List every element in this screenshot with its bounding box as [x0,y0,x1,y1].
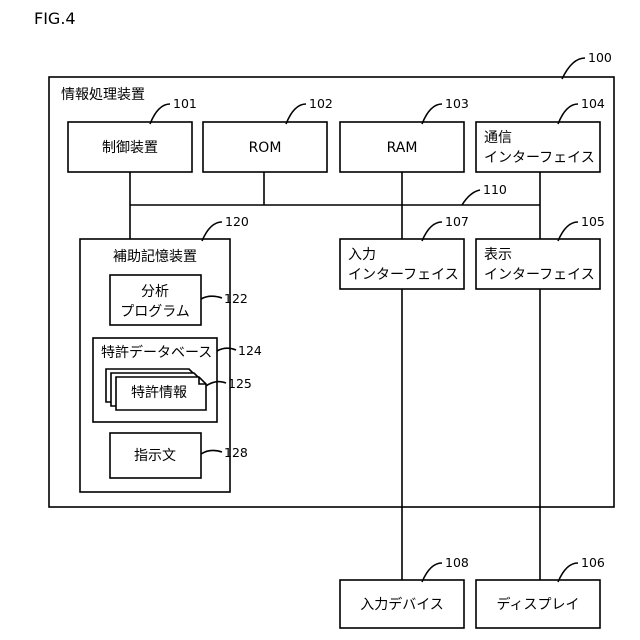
ref-107: 107 [445,214,469,229]
input-device-block: 入力デバイス 108 [340,555,469,628]
controller-block: 制御装置 101 [68,96,197,172]
auxiliary-storage-title: 補助記憶装置 [113,248,197,265]
ref-108: 108 [445,555,469,570]
comm-interface-label-line2: インターフェイス [484,150,595,166]
leader-line-110 [462,190,480,205]
comm-interface-block: 通信 インターフェイス 104 [476,96,605,172]
ram-label: RAM [387,140,418,156]
input-device-label: 入力デバイス [360,596,444,613]
analysis-program-label-line2: プログラム [120,304,190,320]
figure-label: FIG.4 [34,9,76,28]
ref-100: 100 [588,50,612,65]
display-interface-label-line1: 表示 [484,247,512,263]
controller-label: 制御装置 [102,140,158,156]
ref-128: 128 [224,445,248,460]
ref-110: 110 [483,182,507,197]
input-interface-label-line1: 入力 [348,247,376,263]
ref-106: 106 [581,555,605,570]
leader-line-104 [558,104,578,124]
input-interface-label-line2: インターフェイス [348,267,459,283]
auxiliary-storage-block: 補助記憶装置 120 分析 プログラム 122 特許データベース 124 特許情… [80,214,262,492]
display-label: ディスプレイ [496,596,579,613]
ref-125: 125 [228,376,252,391]
instruction-label: 指示文 [134,448,176,464]
ref-124: 124 [238,343,262,358]
ref-104: 104 [581,96,605,111]
ref-122: 122 [224,291,248,306]
rom-label: ROM [249,140,282,156]
ref-103: 103 [445,96,469,111]
rom-block: ROM 102 [203,96,333,172]
leader-line-102 [286,104,306,124]
comm-interface-label-line1: 通信 [484,130,512,146]
analysis-program-label-line1: 分析 [141,284,169,300]
ref-105: 105 [581,214,605,229]
ref-102: 102 [309,96,333,111]
patent-info-label: 特許情報 [131,385,187,401]
leader-line-101 [150,104,170,124]
leader-line-106 [558,563,578,582]
ram-block: RAM 103 [340,96,469,172]
ref-120: 120 [225,214,249,229]
ref-101: 101 [173,96,197,111]
leader-line-107 [422,222,442,241]
input-interface-block: 入力 インターフェイス 107 [340,214,469,289]
leader-line-105 [558,222,578,241]
leader-line-100 [562,58,585,79]
patent-database-label: 特許データベース [101,344,212,361]
leader-line-103 [422,104,442,124]
display-interface-label-line2: インターフェイス [484,267,595,283]
leader-line-108 [422,563,442,582]
leader-line-120 [202,222,222,241]
device-title: 情報処理装置 [61,87,145,103]
